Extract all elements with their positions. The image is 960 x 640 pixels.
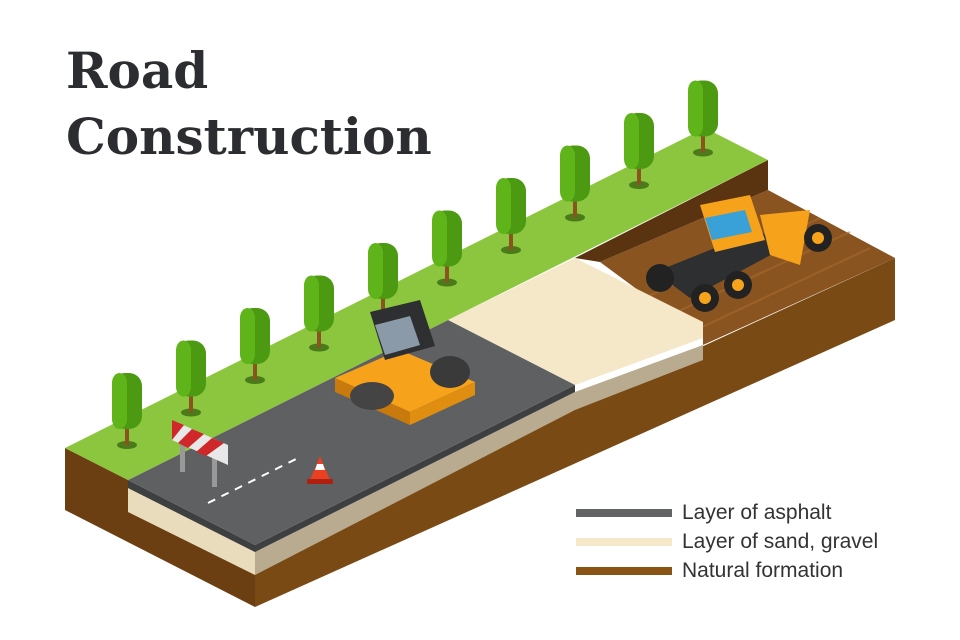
ground-front-face xyxy=(255,258,895,607)
tree xyxy=(432,210,462,287)
tree xyxy=(112,373,142,449)
title-line-1: Road xyxy=(66,41,209,100)
title-line-2: Construction xyxy=(66,107,432,166)
traffic-cone xyxy=(307,456,333,484)
motor-grader xyxy=(646,195,832,312)
grass-wall xyxy=(575,160,768,262)
tree xyxy=(304,275,334,352)
tree xyxy=(176,340,206,417)
legend-label: Layer of asphalt xyxy=(682,500,832,524)
legend-item-sand: Layer of sand, gravel xyxy=(576,527,878,556)
sand-surface xyxy=(448,258,703,385)
legend-label: Natural formation xyxy=(682,558,844,582)
road-roller xyxy=(335,300,475,425)
swatch-natural xyxy=(576,566,672,575)
swatch-asphalt xyxy=(576,508,672,517)
tree xyxy=(624,113,654,189)
swatch-sand xyxy=(576,537,672,546)
trees xyxy=(112,80,718,449)
ground-left-face xyxy=(65,448,255,607)
road-marking xyxy=(207,457,299,504)
page-title: Road Construction xyxy=(66,38,432,170)
tree xyxy=(560,145,590,222)
legend: Layer of asphalt Layer of sand, gravel N… xyxy=(576,498,878,585)
road-barrier xyxy=(172,420,228,487)
tree xyxy=(368,243,398,319)
legend-item-asphalt: Layer of asphalt xyxy=(576,498,878,527)
legend-item-natural: Natural formation xyxy=(576,556,878,585)
tree xyxy=(496,178,526,254)
tree xyxy=(688,80,718,157)
tree xyxy=(240,308,270,384)
legend-label: Layer of sand, gravel xyxy=(682,529,879,553)
